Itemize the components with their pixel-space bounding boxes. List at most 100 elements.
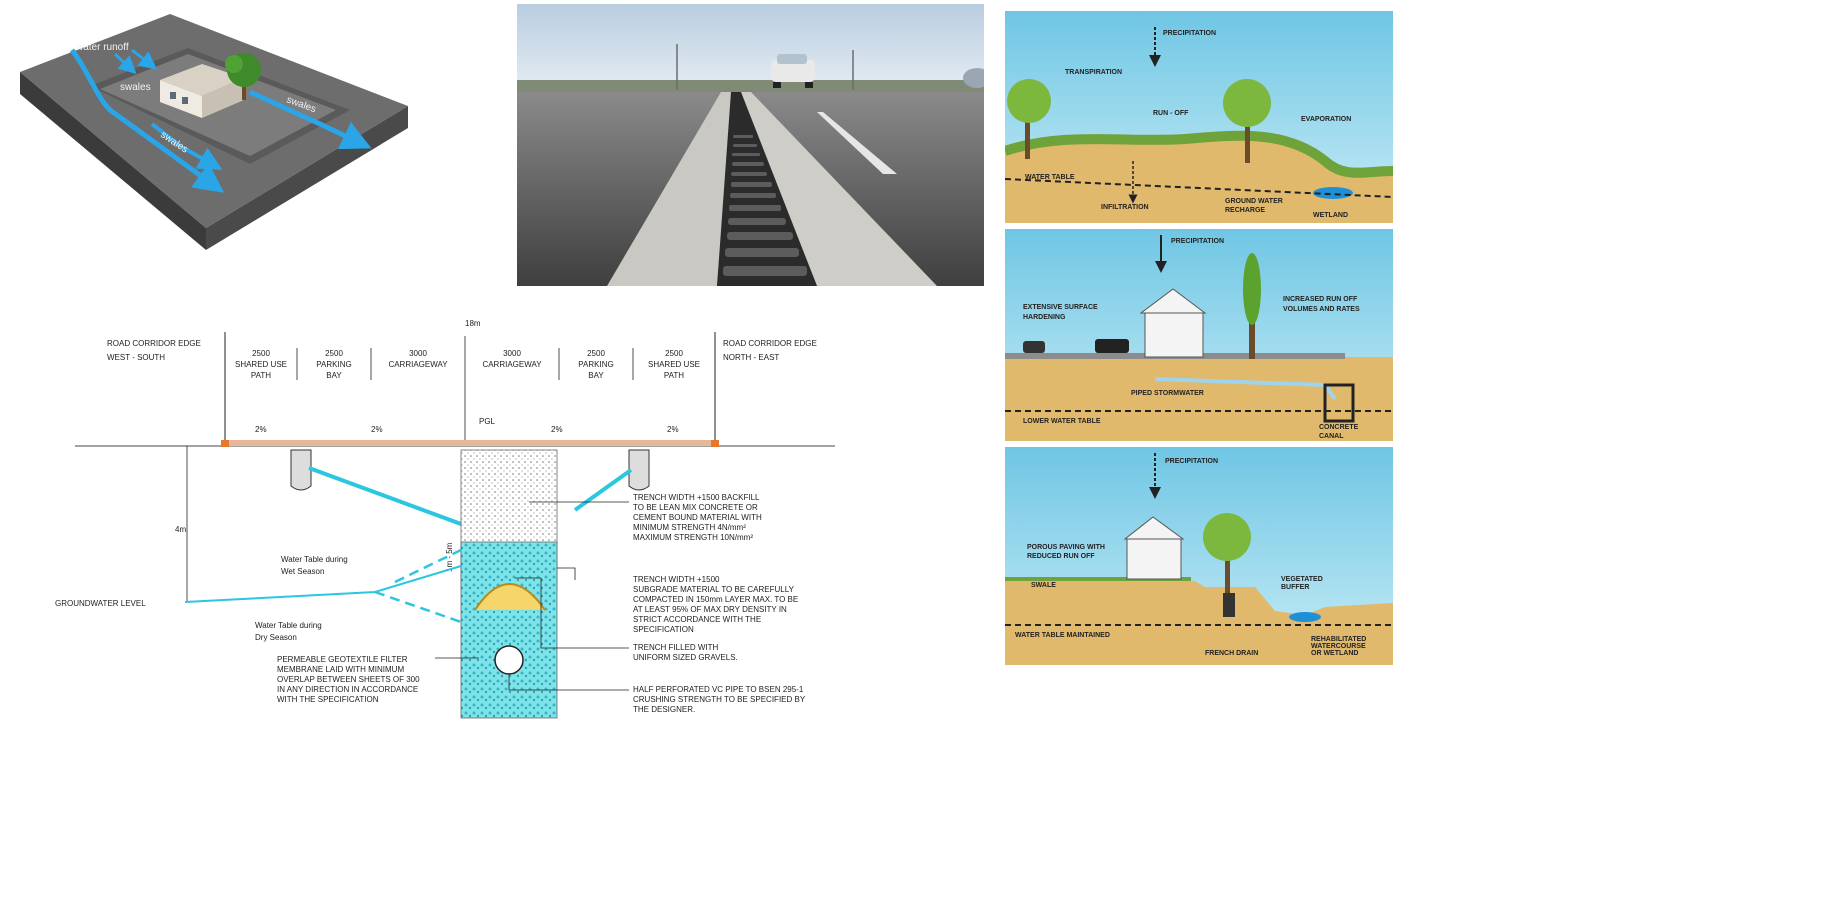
- house-window-1: [170, 92, 176, 99]
- car-body: [771, 60, 815, 82]
- grate-slots: [723, 135, 807, 276]
- house-side: [202, 78, 244, 118]
- left-drain: [290, 449, 312, 491]
- svg-text:IN ANY DIRECTION IN ACCORDANCE: IN ANY DIRECTION IN ACCORDANCE: [277, 685, 418, 694]
- sust-porous-1: POROUS PAVING WITH: [1027, 544, 1105, 551]
- svg-text:STRICT ACCORDANCE WITH THE: STRICT ACCORDANCE WITH THE: [633, 615, 761, 624]
- urban-lower-water-table: LOWER WATER TABLE: [1023, 418, 1101, 425]
- wet-season-2: Wet Season: [281, 567, 324, 576]
- hydrology-diagram: PRECIPITATION TRANSPIRATION RUN - OFF EV…: [1003, 11, 1394, 665]
- swale-channel-right: [248, 89, 372, 150]
- lane-0: 2500 SHARED USE PATH: [235, 349, 287, 380]
- natural-precipitation: PRECIPITATION: [1163, 30, 1216, 37]
- right-edge-1: ROAD CORRIDOR EDGE: [723, 339, 817, 348]
- svg-text:2500: 2500: [665, 349, 683, 358]
- sust-swale: SWALE: [1031, 582, 1056, 589]
- svg-text:AT LEAST 95% OF MAX DRY DENSIT: AT LEAST 95% OF MAX DRY DENSITY IN: [633, 605, 787, 614]
- svg-text:CARRIAGEWAY: CARRIAGEWAY: [388, 360, 448, 369]
- left-edge-2: WEST - SOUTH: [107, 353, 165, 362]
- natural-wetland: WETLAND: [1313, 212, 1348, 219]
- perforated-pipe: [494, 645, 524, 675]
- natural-run-off: RUN - OFF: [1153, 110, 1189, 117]
- sust-vegetated-2: BUFFER: [1281, 584, 1309, 591]
- lane-1: 2500 PARKING BAY: [316, 349, 351, 380]
- svg-text:SUBGRADE MATERIAL TO BE CAREFU: SUBGRADE MATERIAL TO BE CAREFULLY: [633, 585, 795, 594]
- svg-text:2500: 2500: [587, 349, 605, 358]
- lane-4: 2500 PARKING BAY: [578, 349, 613, 380]
- road-surface: [225, 440, 715, 446]
- hydrology-panels: PRECIPITATION TRANSPIRATION RUN - OFF EV…: [1003, 11, 1394, 665]
- tree-trunk: [242, 78, 246, 100]
- groundwater-level: GROUNDWATER LEVEL: [55, 599, 146, 608]
- svg-text:PARKING: PARKING: [316, 360, 351, 369]
- note-backfill: TRENCH WIDTH +1500 BACKFILL TO BE LEAN M…: [633, 493, 762, 542]
- svg-text:UNIFORM SIZED GRAVELS.: UNIFORM SIZED GRAVELS.: [633, 653, 738, 662]
- house-front: [160, 80, 202, 118]
- lane-marking: [817, 112, 897, 174]
- note-subgrade: TRENCH WIDTH +1500 SUBGRADE MATERIAL TO …: [633, 575, 798, 634]
- natural-water-table: WATER TABLE: [1025, 174, 1075, 181]
- dimension-ticks: [224, 336, 716, 446]
- road-cross-section: ROAD CORRIDOR EDGE WEST - SOUTH ROAD COR…: [55, 310, 855, 720]
- concrete-strip-right: [739, 92, 937, 286]
- dry-season-1: Water Table during: [255, 621, 322, 630]
- hydro-urban: PRECIPITATION EXTENSIVE SURFACE HARDENIN…: [1005, 229, 1393, 441]
- geotextile-arch: [474, 583, 546, 611]
- depth-trench: 1m - 5m: [445, 542, 454, 572]
- natural-gw-2: RECHARGE: [1225, 207, 1265, 214]
- trench-gravel: [460, 541, 558, 719]
- svg-text:SPECIFICATION: SPECIFICATION: [633, 625, 694, 634]
- car-windshield: [777, 54, 807, 64]
- dry-season-2: Dry Season: [255, 633, 297, 642]
- svg-text:HALF PERFORATED VC PIPE TO BSE: HALF PERFORATED VC PIPE TO BSEN 295-1: [633, 685, 804, 694]
- note-geotextile: PERMEABLE GEOTEXTILE FILTER MEMBRANE LAI…: [277, 655, 420, 704]
- slope-1: 2%: [255, 425, 267, 434]
- leader-lines: [435, 501, 629, 691]
- car-wheel-right: [805, 82, 813, 88]
- svg-text:3000: 3000: [503, 349, 521, 358]
- svg-text:CRUSHING STRENGTH TO BE SPECIF: CRUSHING STRENGTH TO BE SPECIFIED BY: [633, 695, 806, 704]
- urban-precipitation: PRECIPITATION: [1171, 238, 1224, 245]
- right-drain: [628, 449, 650, 491]
- slope-4: 2%: [667, 425, 679, 434]
- svg-text:OVERLAP BETWEEN SHEETS OF 300: OVERLAP BETWEEN SHEETS OF 300: [277, 675, 420, 684]
- svg-text:MINIMUM STRENGTH 4N/mm²: MINIMUM STRENGTH 4N/mm²: [633, 523, 746, 532]
- road-drain-photo: [517, 4, 991, 286]
- svg-text:TRENCH FILLED WITH: TRENCH FILLED WITH: [633, 643, 719, 652]
- svg-text:2500: 2500: [325, 349, 343, 358]
- road-drain-image: [517, 4, 991, 286]
- flow-arrow-right: [573, 468, 633, 512]
- svg-text:BAY: BAY: [326, 371, 342, 380]
- dry-season-line: [374, 590, 462, 624]
- slope-3: 2%: [551, 425, 563, 434]
- svg-text:THE DESIGNER.: THE DESIGNER.: [633, 705, 695, 714]
- left-edge-kerb: [221, 440, 229, 447]
- urban-hardening-2: HARDENING: [1023, 314, 1066, 321]
- runoff-arrow-2: [131, 48, 158, 70]
- right-edge-2: NORTH - EAST: [723, 353, 779, 362]
- svg-text:PATH: PATH: [251, 371, 271, 380]
- svg-text:2500: 2500: [252, 349, 270, 358]
- wet-season-line: [394, 548, 462, 584]
- svg-text:MAXIMUM STRENGTH 10N/mm²: MAXIMUM STRENGTH 10N/mm²: [633, 533, 753, 542]
- natural-gw-1: GROUND WATER: [1225, 198, 1283, 205]
- wet-season-1: Water Table during: [281, 555, 348, 564]
- sust-rehab-3: OR WETLAND: [1311, 650, 1358, 657]
- urban-hardening-1: EXTENSIVE SURFACE: [1023, 304, 1098, 311]
- flow-arrow-left: [308, 466, 462, 526]
- svg-text:MEMBRANE LAID WITH MINIMUM: MEMBRANE LAID WITH MINIMUM: [277, 665, 404, 674]
- sust-porous-2: REDUCED RUN OFF: [1027, 553, 1095, 560]
- total-width: 18m: [465, 319, 481, 328]
- left-edge-1: ROAD CORRIDOR EDGE: [107, 339, 201, 348]
- svg-text:3000: 3000: [409, 349, 427, 358]
- hydro-sustainable: PRECIPITATION POROUS PAVING WITH REDUCED…: [1005, 447, 1393, 665]
- car-wheel-left: [773, 82, 781, 88]
- svg-text:BAY: BAY: [588, 371, 604, 380]
- note-pipe: HALF PERFORATED VC PIPE TO BSEN 295-1 CR…: [633, 685, 806, 714]
- lane-2: 3000 CARRIAGEWAY: [388, 349, 448, 369]
- label-swales-top: swales: [120, 82, 151, 93]
- urban-runoff-1: INCREASED RUN OFF: [1283, 296, 1358, 303]
- svg-text:PERMEABLE GEOTEXTILE FILTER: PERMEABLE GEOTEXTILE FILTER: [277, 655, 408, 664]
- lane-3: 3000 CARRIAGEWAY: [482, 349, 542, 369]
- house-window-2: [182, 97, 188, 104]
